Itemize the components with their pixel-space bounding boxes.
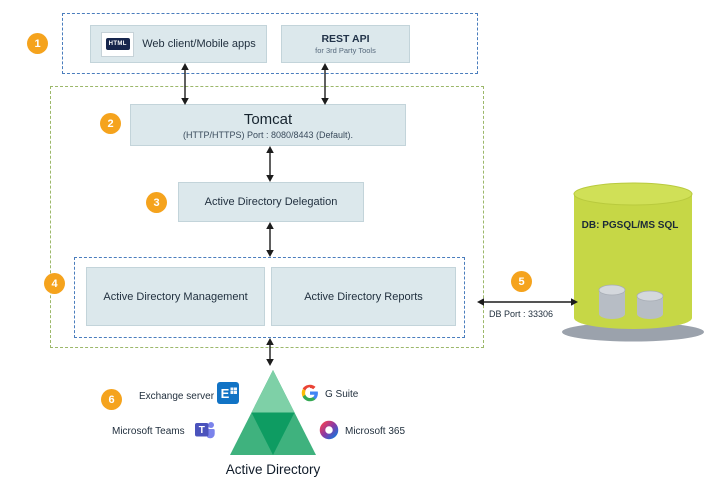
- tomcat-box: Tomcat (HTTP/HTTPS) Port : 8080/8443 (De…: [130, 104, 406, 146]
- html-icon-text: HTML: [105, 38, 130, 50]
- ad-delegation-box: Active Directory Delegation: [178, 182, 364, 222]
- web-client-label: Web client/Mobile apps: [142, 38, 256, 50]
- gsuite-icon: [301, 384, 318, 402]
- arrow-delegation-modules: [266, 222, 274, 257]
- clients-group-border: [62, 13, 478, 74]
- exchange-letter: E: [221, 386, 230, 401]
- step-5-badge: 5: [511, 271, 532, 292]
- ad-management-label: Active Directory Management: [103, 290, 248, 303]
- step-6-badge: 6: [101, 389, 122, 410]
- microsoft-365-icon: [319, 420, 339, 440]
- arrow-tomcat-delegation: [266, 146, 274, 182]
- ad-delegation-label: Active Directory Delegation: [204, 196, 338, 208]
- step-1-badge: 1: [27, 33, 48, 54]
- teams-icon: T: [195, 422, 215, 439]
- teams-letter: T: [199, 425, 205, 436]
- small-db-cylinder-left: [598, 284, 626, 319]
- active-directory-label: Active Directory: [225, 462, 321, 477]
- html-icon: HTML: [101, 31, 135, 57]
- active-directory-icon: [230, 370, 316, 455]
- ad-reports-box: Active Directory Reports: [271, 267, 456, 326]
- ad-management-box: Active Directory Management: [86, 267, 265, 326]
- step-2-number: 2: [107, 117, 114, 130]
- step-4-number: 4: [51, 277, 58, 290]
- web-client-box: HTML Web client/Mobile apps: [90, 25, 267, 63]
- tomcat-subtitle: (HTTP/HTTPS) Port : 8080/8443 (Default).: [182, 129, 354, 140]
- rest-api-title: REST API: [321, 33, 370, 45]
- teams-label: Microsoft Teams: [112, 426, 185, 437]
- server-group-border: [50, 86, 484, 348]
- rest-api-box: REST API for 3rd Party Tools: [281, 25, 410, 63]
- step-4-badge: 4: [44, 273, 65, 294]
- rest-api-subtitle: for 3rd Party Tools: [315, 46, 376, 55]
- step-1-number: 1: [34, 37, 41, 50]
- step-3-badge: 3: [146, 192, 167, 213]
- arrow-server-database: [477, 298, 578, 306]
- tomcat-title: Tomcat: [243, 110, 293, 128]
- microsoft-365-label: Microsoft 365: [345, 426, 406, 437]
- arrow-modules-ad: [266, 338, 274, 366]
- modules-group-border: [74, 257, 465, 338]
- arrow-webclient-tomcat: [181, 63, 189, 105]
- small-db-cylinder-right: [636, 290, 664, 319]
- database-cylinder-icon: [562, 182, 704, 342]
- step-6-number: 6: [108, 393, 115, 406]
- step-3-number: 3: [153, 196, 160, 209]
- ad-reports-label: Active Directory Reports: [304, 290, 423, 303]
- db-port-label: DB Port : 33306: [489, 309, 554, 319]
- exchange-label: Exchange server: [139, 391, 215, 402]
- step-2-badge: 2: [100, 113, 121, 134]
- arrow-restapi-tomcat: [321, 63, 329, 105]
- gsuite-label: G Suite: [325, 389, 359, 400]
- step-5-number: 5: [518, 275, 525, 288]
- exchange-icon: E: [217, 382, 239, 404]
- database-label: DB: PGSQL/MS SQL: [581, 220, 679, 231]
